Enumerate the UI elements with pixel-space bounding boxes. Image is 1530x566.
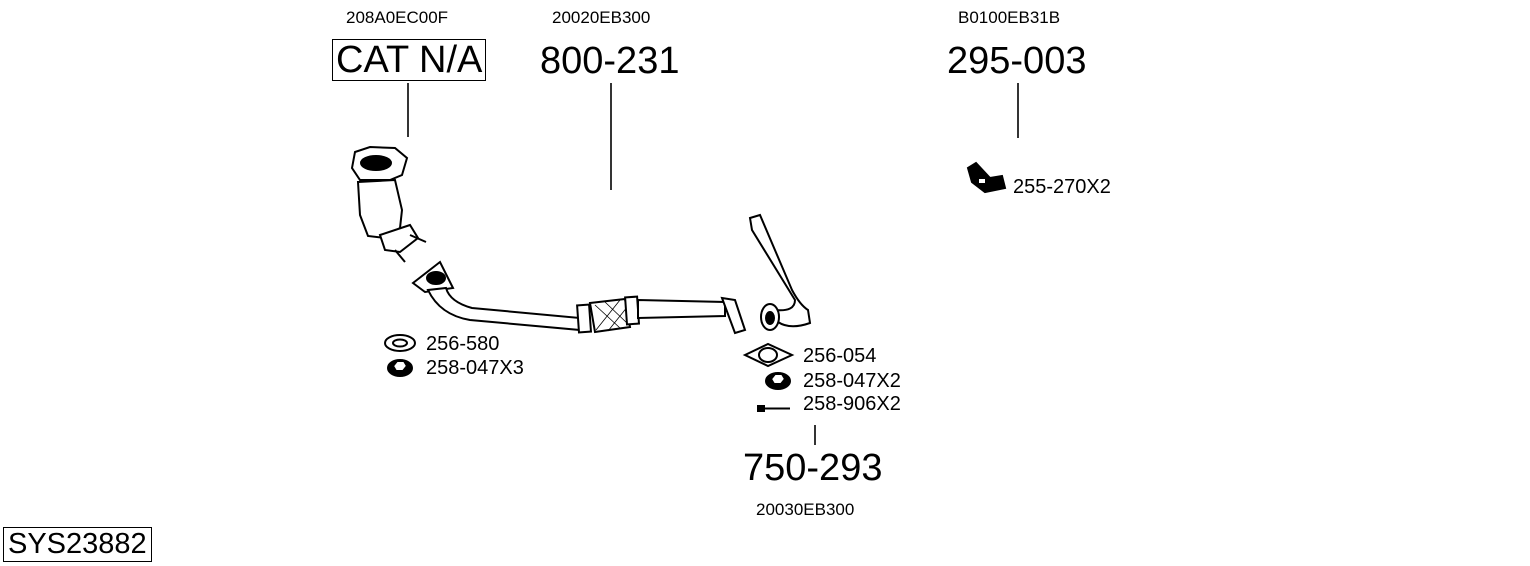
- rear-pipe-icon: [748, 213, 812, 331]
- part-number-cat: CAT N/A: [332, 39, 487, 81]
- system-id: SYS23882: [3, 527, 152, 562]
- nut-icon: [765, 372, 791, 390]
- part-number-hanger[interactable]: 295-003: [947, 40, 1087, 82]
- bolt-icon: [757, 405, 790, 412]
- accessory-label[interactable]: 258-047X2: [803, 370, 901, 392]
- nut-icon: [387, 359, 413, 377]
- part-number-front-pipe[interactable]: 800-231: [540, 40, 680, 82]
- flange-gasket-icon: [742, 342, 795, 368]
- accessory-label[interactable]: 255-270X2: [1013, 176, 1111, 198]
- front-pipe-icon: [411, 260, 747, 335]
- accessory-label[interactable]: 258-047X3: [426, 357, 524, 379]
- oem-number-hanger: B0100EB31B: [958, 8, 1061, 27]
- rubber-hanger-icon: [966, 161, 1007, 194]
- oem-number-cat: 208A0EC00F: [346, 8, 449, 27]
- accessory-label[interactable]: 256-054: [803, 345, 877, 367]
- accessory-label[interactable]: 256-580: [426, 333, 500, 355]
- part-number-rear-pipe[interactable]: 750-293: [743, 447, 883, 489]
- catalytic-converter-icon: [350, 145, 427, 263]
- oem-number-front-pipe: 20020EB300: [552, 8, 651, 27]
- oem-number-rear-pipe: 20030EB300: [756, 500, 855, 519]
- gasket-ring-icon: [384, 334, 416, 352]
- accessory-label[interactable]: 258-906X2: [803, 393, 901, 415]
